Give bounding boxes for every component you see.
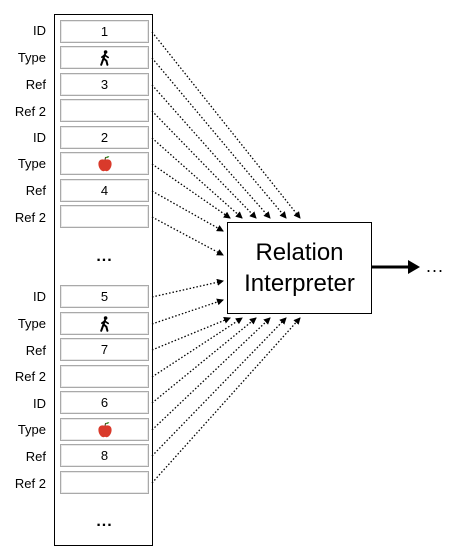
walking-person-icon (99, 315, 111, 332)
cell-ref2-3 (60, 365, 149, 388)
arrow-type-4 (151, 317, 271, 431)
cell-ref2-1 (60, 99, 149, 122)
label-ref2-4: Ref 2 (14, 476, 46, 491)
label-ref-2: Ref (25, 183, 46, 198)
interpreter-label-line1: Relation (255, 239, 344, 266)
label-ref-3: Ref (25, 343, 46, 358)
relation-interpreter-box: Relation Interpreter (227, 222, 372, 314)
label-type-4: Type (17, 422, 46, 437)
arrow-ref2-2 (151, 216, 224, 256)
label-id-1: ID (33, 23, 46, 38)
walking-person-icon (99, 49, 111, 66)
column-ellipsis-1: ... (96, 248, 113, 265)
arrow-ref2-3 (151, 317, 243, 378)
cell-ref-2: 4 (60, 179, 149, 202)
cell-type-3 (60, 312, 149, 335)
apple-icon (97, 155, 113, 172)
arrow-id-3 (151, 278, 224, 298)
arrow-ref-1 (151, 84, 271, 219)
label-id-4: ID (33, 396, 46, 411)
arrow-type-1 (151, 57, 287, 219)
label-ref2-1: Ref 2 (14, 104, 46, 119)
arrow-ref-3 (151, 317, 231, 351)
cell-type-1 (60, 46, 149, 69)
output-arrowhead (408, 260, 420, 274)
label-ref-1: Ref (25, 77, 46, 92)
label-ref2-3: Ref 2 (14, 369, 46, 384)
apple-icon (97, 421, 113, 438)
cell-ref2-4 (60, 471, 149, 494)
label-type-3: Type (17, 316, 46, 331)
cell-type-4 (60, 418, 149, 441)
column-ellipsis-2: ... (96, 513, 113, 530)
arrow-ref-2 (151, 190, 224, 232)
arrow-id-1 (151, 31, 301, 219)
output-ellipsis: ... (426, 256, 445, 276)
cell-id-4: 6 (60, 391, 149, 414)
cell-id-3: 5 (60, 285, 149, 308)
arrow-id-2 (151, 137, 243, 219)
label-ref2-2: Ref 2 (14, 210, 46, 225)
cell-ref-4: 8 (60, 444, 149, 467)
arrow-ref2-1 (151, 110, 257, 219)
cell-type-2 (60, 152, 149, 175)
label-id-2: ID (33, 130, 46, 145)
cell-ref2-2 (60, 205, 149, 228)
label-ref-4: Ref (25, 449, 46, 464)
arrow-type-3 (151, 298, 224, 325)
arrow-id-4 (151, 317, 257, 404)
label-id-3: ID (33, 289, 46, 304)
cell-id-1: 1 (60, 20, 149, 43)
label-type-1: Type (17, 50, 46, 65)
arrow-ref-4 (151, 317, 287, 457)
arrow-type-2 (151, 163, 231, 219)
cell-ref-3: 7 (60, 338, 149, 361)
cell-id-2: 2 (60, 126, 149, 149)
interpreter-label-line2: Interpreter (244, 270, 355, 297)
label-type-2: Type (17, 156, 46, 171)
cell-ref-1: 3 (60, 73, 149, 96)
